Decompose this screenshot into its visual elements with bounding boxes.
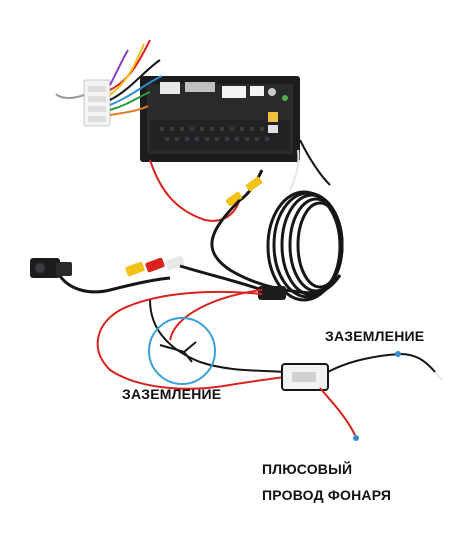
harness-connector — [83, 79, 111, 127]
plus-wire-label-line2: ПРОВОД ФОНАРЯ — [262, 487, 392, 503]
plus-wire-tip — [353, 435, 359, 441]
red-wire-loop — [96, 290, 291, 390]
ground-tip-right — [395, 351, 401, 357]
ground-wire-right — [327, 352, 436, 373]
black-wire-relay — [149, 299, 286, 373]
rca-connectors-top — [225, 169, 264, 207]
main-black-cable — [210, 198, 342, 295]
ground-label-left: ЗАЗЕМЛЕНИЕ — [122, 386, 222, 402]
ground-label-right: ЗАЗЕМЛЕНИЕ — [325, 328, 425, 344]
plus-wire-label-line1: ПЛЮСОВЫЙ — [262, 461, 353, 477]
unit-side-wires — [289, 139, 331, 191]
junction-clip — [258, 286, 286, 300]
ground-wire-right-end — [434, 371, 443, 381]
ground-callout — [148, 317, 216, 385]
red-wire-loop-2 — [169, 289, 263, 341]
rear-camera — [30, 258, 171, 294]
red-wire-top — [149, 159, 241, 222]
rca-connectors-bottom — [125, 255, 263, 292]
harness-wires — [55, 39, 163, 116]
plus-wire — [319, 387, 356, 436]
head-unit — [140, 76, 300, 162]
relay-module — [281, 363, 329, 391]
